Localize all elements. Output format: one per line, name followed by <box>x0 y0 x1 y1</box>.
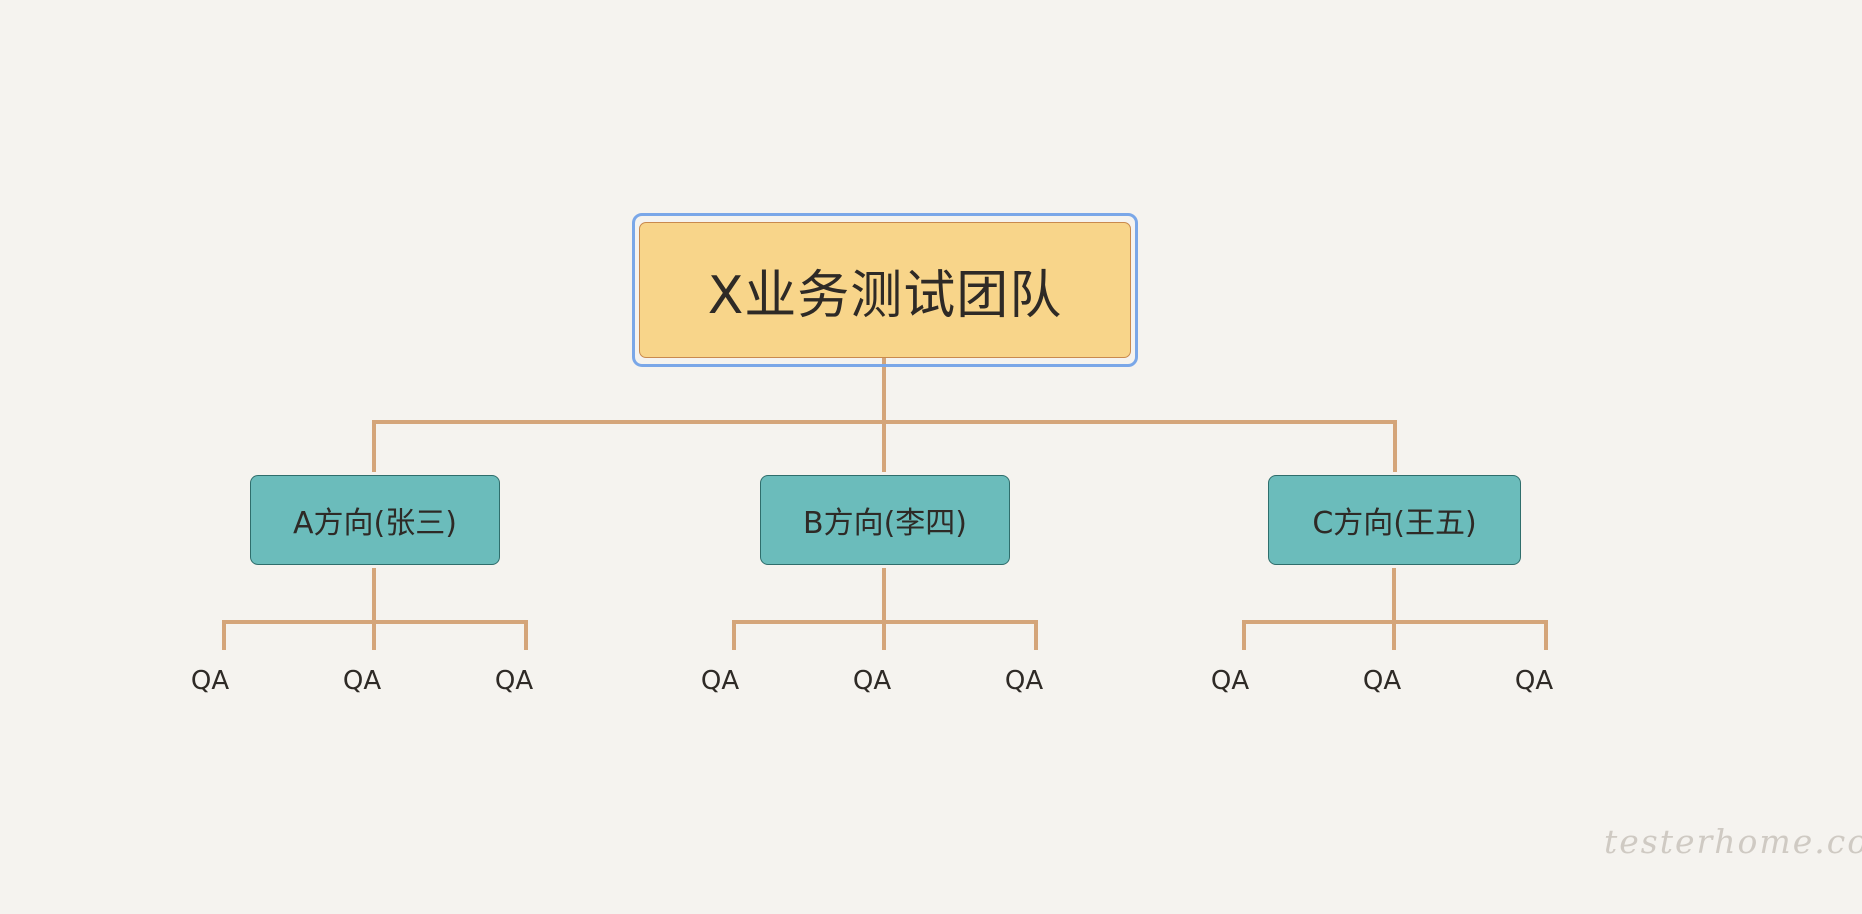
connector-root-to-branches <box>372 358 1397 472</box>
root-topic-label: X业务测试团队 <box>707 265 1063 326</box>
leaf-topic-a-2[interactable]: QA <box>342 666 382 696</box>
root-topic-node[interactable]: X业务测试团队 <box>639 222 1131 358</box>
branch-topic-b[interactable]: B方向(李四) <box>760 475 1010 565</box>
leaf-topic-c-1[interactable]: QA <box>1210 666 1250 696</box>
connector-branch-b-to-leaves <box>732 568 1038 650</box>
branch-topic-label: A方向(张三) <box>293 506 457 541</box>
leaf-topic-c-2[interactable]: QA <box>1362 666 1402 696</box>
connector-branch-a-to-leaves <box>222 568 528 650</box>
leaf-topic-b-1[interactable]: QA <box>700 666 740 696</box>
watermark: testerhome.com <box>1604 822 1862 861</box>
leaf-topic-a-1[interactable]: QA <box>190 666 230 696</box>
branch-topic-label: B方向(李四) <box>803 506 967 541</box>
branch-topic-label: C方向(王五) <box>1312 506 1477 541</box>
connector-branch-c-to-leaves <box>1242 568 1548 650</box>
branch-topic-c[interactable]: C方向(王五) <box>1268 475 1521 565</box>
leaf-topic-a-3[interactable]: QA <box>494 666 534 696</box>
leaf-topic-b-3[interactable]: QA <box>1004 666 1044 696</box>
selection-outline <box>632 213 1138 367</box>
leaf-topic-c-3[interactable]: QA <box>1514 666 1554 696</box>
leaf-topic-b-2[interactable]: QA <box>852 666 892 696</box>
branch-topic-a[interactable]: A方向(张三) <box>250 475 500 565</box>
